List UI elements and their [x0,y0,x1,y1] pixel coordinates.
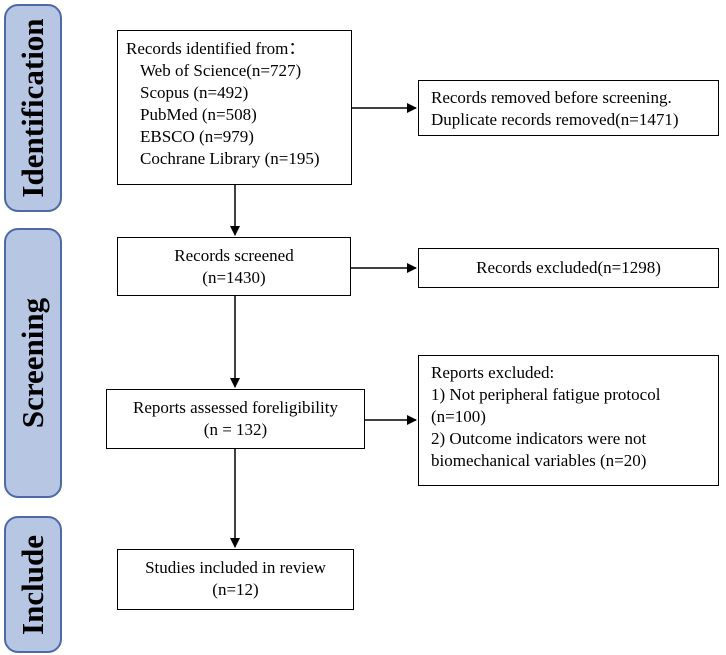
reason-2: 2) Outcome indicators were not [431,429,647,448]
records-screened-title: Records screened [174,246,294,265]
phase-identification: Identification [4,4,62,212]
duplicates-removed-count: Duplicate records removed(n=1471) [431,110,679,129]
phase-screening: Screening [4,228,62,498]
source-web-of-science: Web of Science(n=727) [140,61,302,80]
source-pubmed: PubMed (n=508) [140,105,257,124]
records-removed-box: Records removed before screening. Duplic… [418,80,719,136]
studies-included-count: (n=12) [212,580,259,599]
phase-include: Include [4,516,62,653]
reason-1: 1) Not peripheral fatigue protocol [431,385,661,404]
records-identified-heading: Records identified from： [126,39,306,58]
records-removed-title: Records removed before screening. [431,88,672,107]
reports-assessed-box: Reports assessed foreligibility (n = 132… [106,389,365,449]
source-ebsco: EBSCO (n=979) [140,127,254,146]
reports-assessed-count: (n = 132) [203,420,268,439]
records-identified-box: Records identified from： Web of Science(… [117,30,352,185]
studies-included-title: Studies included in review [145,558,326,577]
records-screened-box: Records screened (n=1430) [117,237,351,296]
reason-2-cont: biomechanical variables (n=20) [431,451,647,470]
reports-excluded-box: Reports excluded: 1) Not peripheral fati… [418,355,719,486]
records-excluded-box: Records excluded(n=1298) [418,248,719,288]
reason-1-count: (n=100) [431,407,486,426]
reports-assessed-title: Reports assessed foreligibility [133,398,338,417]
source-scopus: Scopus (n=492) [140,83,249,102]
reports-excluded-title: Reports excluded: [431,363,555,382]
records-excluded-count: Records excluded(n=1298) [476,258,661,277]
studies-included-box: Studies included in review (n=12) [117,549,354,610]
source-cochrane: Cochrane Library (n=195) [140,149,320,168]
records-screened-count: (n=1430) [202,268,266,287]
